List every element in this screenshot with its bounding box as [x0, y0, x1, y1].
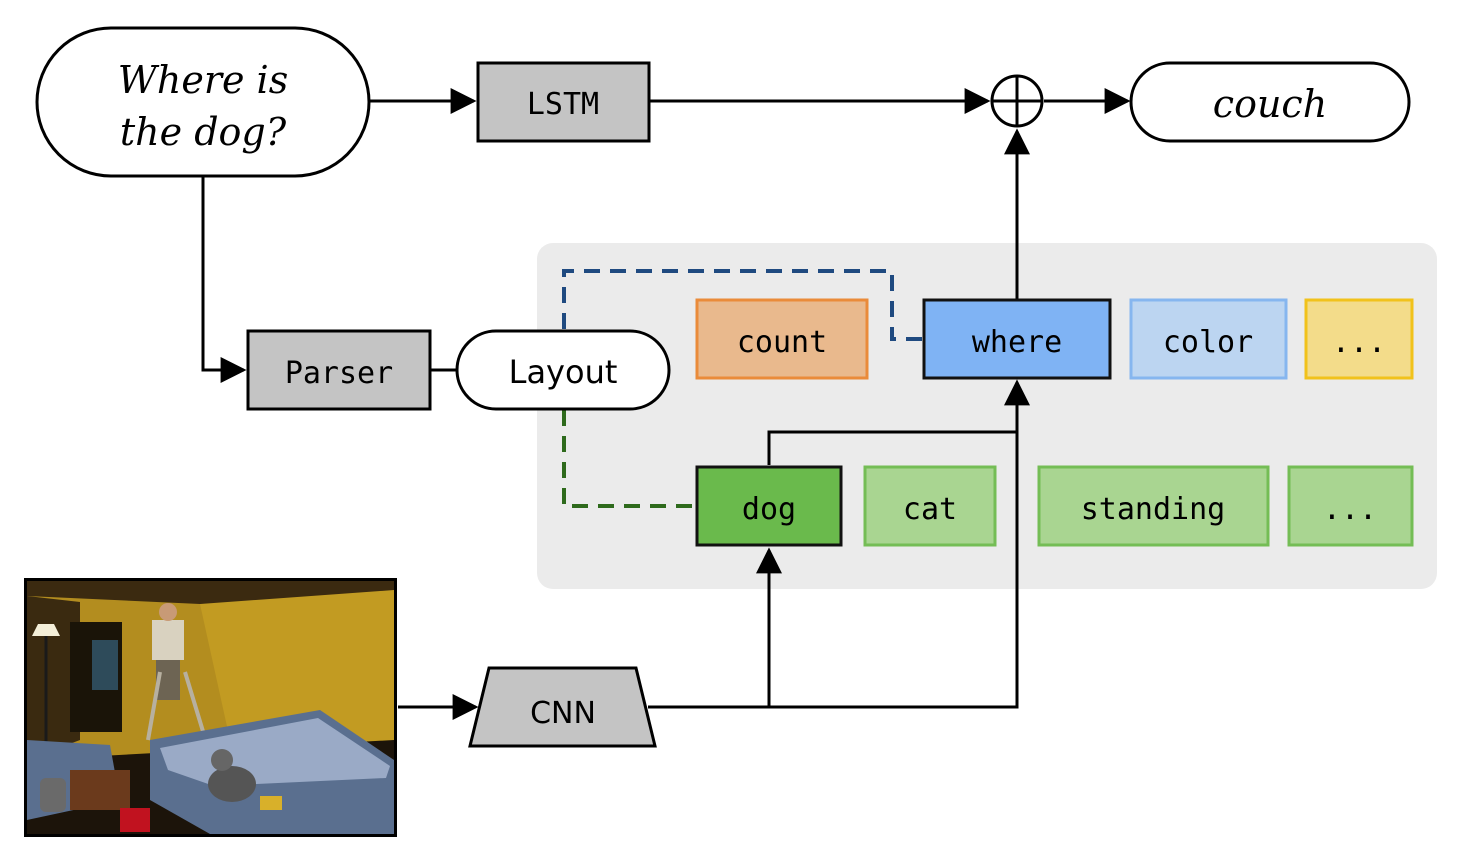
question-line-2: the dog?: [120, 110, 287, 154]
dog-to-where-line: [767, 430, 1017, 465]
lstm-label: LSTM: [527, 87, 599, 122]
module-standing: standing: [1037, 465, 1270, 547]
cnn-label: CNN: [530, 696, 596, 731]
layout-node: Layout: [455, 329, 671, 411]
connections: [201, 88, 1131, 720]
parser-label: Parser: [285, 356, 393, 391]
module-more-top-label: ...: [1332, 325, 1386, 360]
module-cat: cat: [863, 465, 997, 547]
module-more-top: ...: [1304, 298, 1414, 380]
question-to-parser-arrow: [201, 177, 247, 383]
cnn-node: CNN: [468, 666, 657, 748]
module-where: where: [922, 298, 1112, 380]
layout-label: Layout: [509, 353, 618, 391]
input-image: [24, 578, 397, 837]
question-node: Where is the dog?: [35, 26, 371, 178]
question-line-1: Where is: [118, 58, 288, 102]
answer-node: couch: [1129, 61, 1411, 143]
module-color-label: color: [1163, 325, 1253, 360]
module-where-label: where: [972, 325, 1062, 360]
module-more-bottom: ...: [1287, 465, 1414, 547]
module-count: count: [695, 298, 869, 380]
module-dog: dog: [695, 465, 843, 547]
layout-to-where-dashed: [562, 269, 922, 341]
layout-to-dog-dashed: [562, 410, 692, 508]
module-more-bottom-label: ...: [1323, 492, 1377, 527]
answer-label: couch: [1213, 82, 1327, 126]
module-cat-label: cat: [903, 492, 957, 527]
cnn-to-where-arrow: [648, 379, 1030, 709]
module-standing-label: standing: [1081, 492, 1226, 527]
combine-node: [990, 74, 1044, 128]
module-color: color: [1129, 298, 1288, 380]
parser-node: Parser: [246, 329, 432, 411]
lstm-node: LSTM: [476, 61, 651, 143]
module-dog-label: dog: [742, 492, 796, 527]
module-count-label: count: [737, 325, 827, 360]
